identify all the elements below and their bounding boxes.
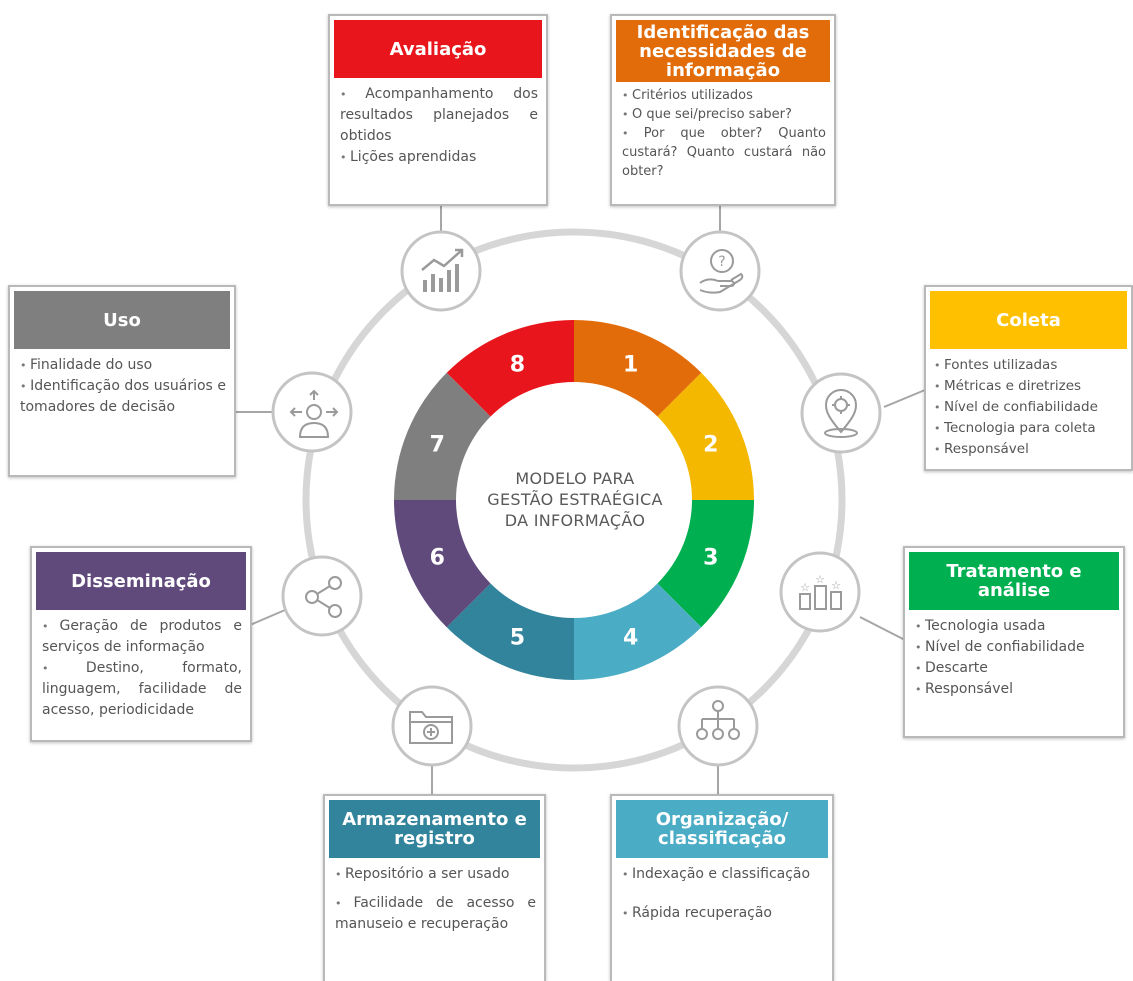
list-item: Responsável — [915, 679, 1115, 700]
chart-growth-icon — [421, 248, 464, 292]
list-item: Indexação e classificação — [622, 864, 824, 885]
svg-text:☆: ☆ — [800, 581, 810, 594]
hierarchy-icon — [696, 700, 740, 740]
box-coleta: Coleta Fontes utilizadas Métricas e dire… — [924, 285, 1133, 471]
ring-segment-3 — [656, 500, 754, 628]
list-item: O que sei/preciso saber? — [622, 105, 826, 124]
box-organizacao: Organização/ classificação Indexação e c… — [610, 794, 834, 981]
ring-segment-number-6: 6 — [430, 546, 445, 571]
connector-lines — [235, 205, 926, 795]
share-icon — [305, 576, 342, 618]
folder-add-icon — [409, 711, 453, 744]
ring-segment-1 — [574, 320, 702, 418]
list-item: Nível de confiabilidade — [934, 397, 1129, 418]
ring-segment-number-4: 4 — [623, 626, 638, 651]
box-identificacao-title: Identificação das necessidades de inform… — [616, 20, 830, 82]
box-disseminacao-list: Geração de produtos e serviços de inform… — [42, 616, 242, 721]
list-item: Por que obter? Quanto custará? Quanto cu… — [622, 124, 826, 181]
box-identificacao-list: Critérios utilizados O que sei/preciso s… — [622, 86, 826, 181]
list-item: Acompanhamento dos resultados planejados… — [340, 84, 538, 147]
svg-text:☆: ☆ — [815, 573, 825, 586]
list-item: Tecnologia para coleta — [934, 418, 1129, 439]
list-item: Responsável — [934, 439, 1129, 460]
list-item: Descarte — [915, 658, 1115, 679]
svg-text:?: ? — [718, 254, 725, 270]
box-uso-list: Finalidade do uso Identificação dos usuá… — [20, 355, 226, 418]
box-disseminacao: Disseminação Geração de produtos e servi… — [30, 546, 252, 742]
ring-segment-number-1: 1 — [623, 352, 638, 377]
list-item: Rápida recuperação — [622, 903, 824, 924]
box-avaliacao-list: Acompanhamento dos resultados planejados… — [340, 84, 538, 168]
icon-circle-tratamento — [779, 551, 861, 633]
user-arrows-icon — [289, 389, 339, 438]
center-title-line-2: GESTÃO ESTRAÉGICA — [487, 490, 663, 509]
list-item: Geração de produtos e serviços de inform… — [42, 616, 242, 658]
ring-segment-7 — [394, 372, 492, 500]
box-coleta-list: Fontes utilizadas Métricas e diretrizes … — [934, 355, 1129, 460]
box-tratamento-list: Tecnologia usada Nível de confiabilidade… — [915, 616, 1115, 700]
box-disseminacao-title: Disseminação — [36, 552, 246, 610]
ring-segment-number-2: 2 — [703, 432, 718, 457]
ring-segment-number-7: 7 — [430, 432, 445, 457]
icon-circle-uso — [271, 371, 353, 453]
box-organizacao-title: Organização/ classificação — [616, 800, 828, 858]
ring-segment-4 — [574, 582, 702, 680]
connector-disseminacao — [249, 609, 286, 626]
list-item: Lições aprendidas — [340, 147, 538, 168]
location-pin-icon — [824, 389, 858, 438]
box-uso-title: Uso — [14, 291, 230, 349]
list-item: Tecnologia usada — [915, 616, 1115, 637]
box-tratamento-title: Tratamento e análise — [909, 552, 1119, 610]
list-item: Fontes utilizadas — [934, 355, 1129, 376]
outer-orbit-ring — [302, 228, 846, 772]
process-ring: 1 2 3 4 5 6 7 8 — [394, 320, 754, 680]
list-item: Facilidade de acesso e manuseio e recupe… — [335, 893, 536, 935]
box-coleta-title: Coleta — [930, 291, 1127, 349]
center-title: MODELO PARA GESTÃO ESTRAÉGICA DA INFORMA… — [460, 468, 690, 531]
box-armazenamento-list: Repositório a ser usado Facilidade de ac… — [335, 864, 536, 935]
list-item: Finalidade do uso — [20, 355, 226, 376]
list-item: Repositório a ser usado — [335, 864, 536, 885]
inner-white-core — [456, 382, 692, 618]
ring-segment-number-8: 8 — [510, 352, 525, 377]
list-item: Critérios utilizados — [622, 86, 826, 105]
box-armazenamento: Armazenamento e registro Repositório a s… — [323, 794, 546, 981]
box-armazenamento-title: Armazenamento e registro — [329, 800, 540, 858]
ring-segment-number-3: 3 — [703, 546, 718, 571]
box-organizacao-list: Indexação e classificação Rápida recuper… — [622, 864, 824, 924]
connector-tratamento — [859, 616, 906, 641]
center-title-line-3: DA INFORMAÇÃO — [504, 511, 646, 530]
list-item: Destino, formato, linguagem, facilidade … — [42, 658, 242, 721]
connector-coleta — [883, 389, 926, 408]
center-title-line-1: MODELO PARA — [515, 469, 635, 488]
box-tratamento: Tratamento e análise Tecnologia usada Ní… — [903, 546, 1125, 738]
ring-segment-2 — [656, 372, 754, 500]
svg-text:☆: ☆ — [831, 579, 841, 592]
box-identificacao: Identificação das necessidades de inform… — [610, 14, 836, 206]
box-avaliacao: Avaliação Acompanhamento dos resultados … — [328, 14, 548, 206]
ring-segment-number-5: 5 — [510, 626, 525, 651]
box-avaliacao-title: Avaliação — [334, 20, 542, 78]
list-item: Nível de confiabilidade — [915, 637, 1115, 658]
ranking-stars-icon: ☆ ☆ ☆ — [799, 573, 842, 610]
icon-circle-disseminacao — [281, 555, 363, 637]
box-uso: Uso Finalidade do uso Identificação dos … — [8, 285, 236, 477]
icon-circle-avaliacao — [400, 230, 482, 312]
ring-segment-8 — [446, 320, 574, 418]
ring-segment-5 — [446, 582, 574, 680]
list-item: Identificação dos usuários e tomadores d… — [20, 376, 226, 418]
ring-segment-6 — [394, 500, 492, 628]
question-hand-icon: ? — [699, 249, 744, 294]
list-item: Métricas e diretrizes — [934, 376, 1129, 397]
